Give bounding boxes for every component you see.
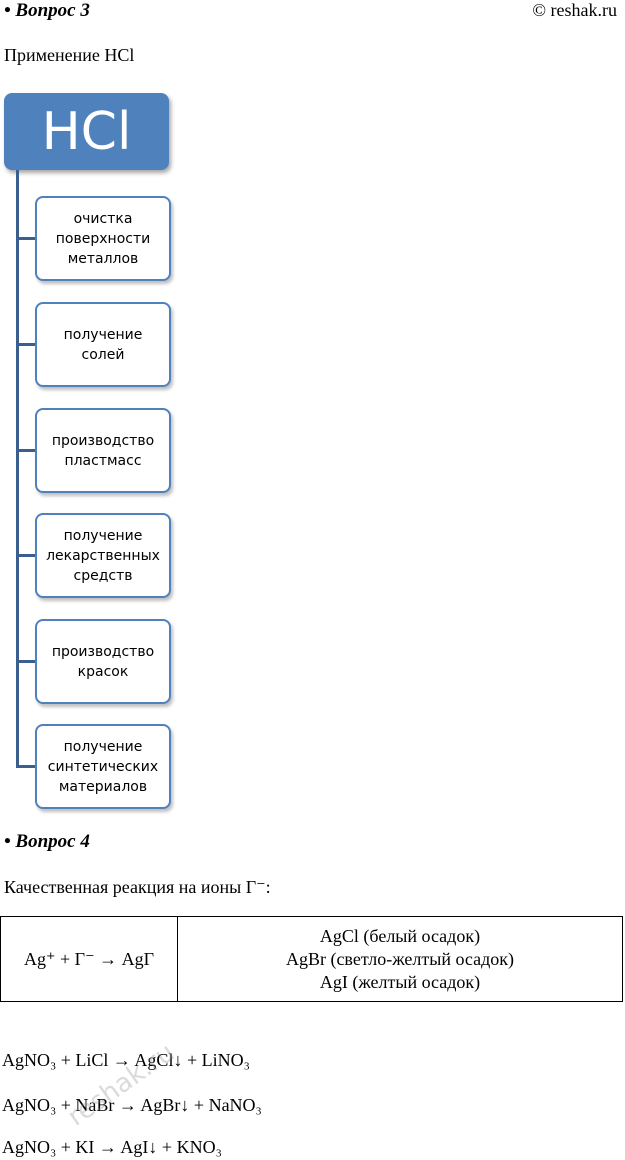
branch-line: [16, 765, 36, 768]
use-node-synthetic-materials: получение синтетических материалов: [35, 724, 171, 809]
use-node-plastics: производство пластмасс: [35, 408, 171, 493]
section-3-intro: Применение HCl: [4, 45, 135, 65]
precipitate-agcl: AgCl (белый осадок): [319, 925, 481, 946]
precipitate-agbr: AgBr (светло-желтый осадок): [285, 948, 515, 969]
general-reaction-cell: Ag⁺ + Г⁻ → AgГ: [0, 916, 178, 1002]
site-credit: © reshak.ru: [532, 0, 617, 20]
section-4-intro: Качественная реакция на ионы Г⁻:: [4, 877, 271, 897]
hcl-root-node: HCl: [4, 93, 169, 170]
tree-trunk-line: [16, 170, 19, 766]
question-4-heading: • Вопрос 4: [4, 831, 90, 852]
use-node-salts: получение солей: [35, 302, 171, 387]
equation-ki: AgNO₃ + KI → AgI↓ + KNO₃: [2, 1137, 222, 1157]
equation-licl: AgNO₃ + LiCl → AgCl↓ + LiNO₃: [2, 1050, 250, 1070]
branch-line: [16, 554, 36, 557]
use-node-metal-cleaning: очистка поверхности металлов: [35, 196, 171, 281]
use-node-paints: производство красок: [35, 619, 171, 704]
question-3-heading: • Вопрос 3: [4, 0, 90, 21]
use-node-medicines: получение лекарственных средств: [35, 513, 171, 598]
branch-line: [16, 660, 36, 663]
branch-line: [16, 449, 36, 452]
reaction-table: Ag⁺ + Г⁻ → AgГ AgCl (белый осадок) AgBr …: [0, 916, 623, 1002]
branch-line: [16, 343, 36, 346]
precipitate-agi: AgI (желтый осадок): [319, 971, 481, 992]
precipitates-cell: AgCl (белый осадок) AgBr (светло-желтый …: [177, 916, 623, 1002]
branch-line: [16, 237, 36, 240]
equation-nabr: AgNO₃ + NaBr → AgBr↓ + NaNO₃: [2, 1095, 262, 1115]
